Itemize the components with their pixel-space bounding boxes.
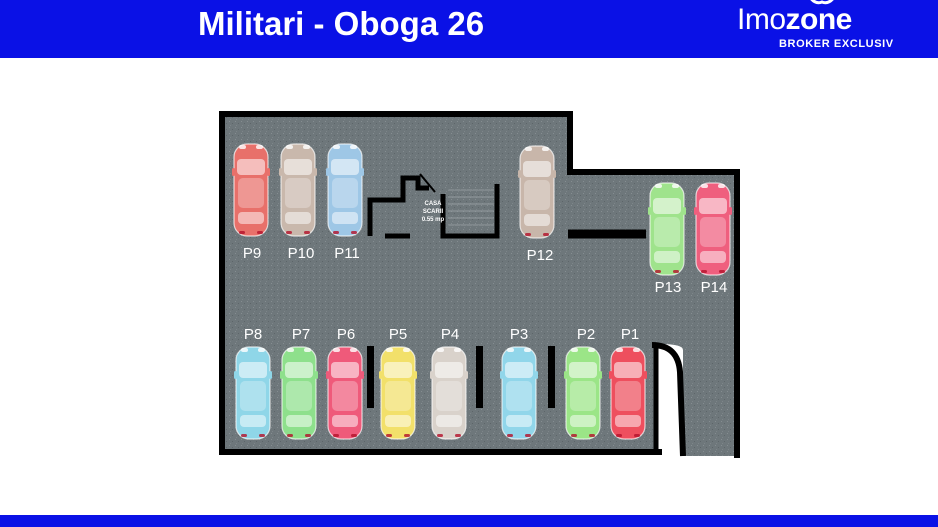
spot-label: P8 xyxy=(244,326,262,343)
car-icon xyxy=(234,346,272,440)
logo-wordmark-light: Imo xyxy=(737,3,786,36)
spot-label: P3 xyxy=(510,326,528,343)
spot-label: P14 xyxy=(701,279,728,296)
car-icon xyxy=(609,346,647,440)
car-icon xyxy=(500,346,538,440)
spot-label: P12 xyxy=(527,247,554,264)
logo-wordmark-bold: zone xyxy=(785,3,853,36)
divider-wall xyxy=(476,346,483,408)
spot-label: P5 xyxy=(389,326,407,343)
spot-label: P4 xyxy=(441,326,459,343)
divider-wall xyxy=(367,346,374,408)
car-icon xyxy=(648,182,686,276)
stairs-label-line3: 0.55 mp xyxy=(422,217,445,223)
staircase: CASA SCARII 0.55 mp xyxy=(367,173,500,239)
car-icon xyxy=(518,145,556,239)
spot-label: P11 xyxy=(334,245,360,262)
logo-wordmark: Imozone xyxy=(737,4,852,36)
page-title: Militari - Oboga 26 xyxy=(198,5,485,42)
spot-label: P7 xyxy=(292,326,310,343)
parking-spot: P9 xyxy=(232,143,270,262)
parking-spot: P3 xyxy=(500,326,538,440)
outer-wall xyxy=(219,111,740,458)
car-icon xyxy=(326,143,364,237)
stairs-label-line2: SCARII xyxy=(423,209,444,215)
stairs-label-line1: CASA xyxy=(424,201,442,207)
parking-spot: P11 xyxy=(326,143,364,262)
parking-spot: P4 xyxy=(430,326,468,440)
spot-label: P2 xyxy=(577,326,595,343)
car-icon xyxy=(326,346,364,440)
header-bar: Militari - Oboga 26 Imozone BROKER EXCLU… xyxy=(0,0,938,58)
car-icon xyxy=(430,346,468,440)
parking-spot: P2 xyxy=(564,326,602,440)
parking-spot: P12 xyxy=(518,145,556,264)
car-icon xyxy=(279,143,317,237)
car-icon xyxy=(232,143,270,237)
parking-spot: P13 xyxy=(648,182,686,296)
car-icon xyxy=(564,346,602,440)
car-icon xyxy=(379,346,417,440)
car-icon xyxy=(280,346,318,440)
spot-label: P13 xyxy=(655,279,682,296)
parking-spot: P5 xyxy=(379,326,417,440)
parking-spot: P14 xyxy=(694,182,732,296)
parking-spot: P7 xyxy=(280,326,318,440)
imozone-logo: Imozone BROKER EXCLUSIV xyxy=(735,0,905,58)
parking-spot: P10 xyxy=(279,143,317,262)
parking-spot: P8 xyxy=(234,326,272,440)
spot-label: P6 xyxy=(337,326,355,343)
car-icon xyxy=(694,182,732,276)
parking-spot: P6 xyxy=(326,326,364,440)
spot-label: P9 xyxy=(243,245,261,262)
logo-emblem-icon xyxy=(810,0,834,5)
divider-wall xyxy=(548,346,555,408)
spot-label: P10 xyxy=(288,245,315,262)
logo-tagline: BROKER EXCLUSIV xyxy=(779,38,894,50)
footer-bar xyxy=(0,515,938,527)
parking-spot: P1 xyxy=(609,326,647,440)
spot-label: P1 xyxy=(621,326,639,343)
